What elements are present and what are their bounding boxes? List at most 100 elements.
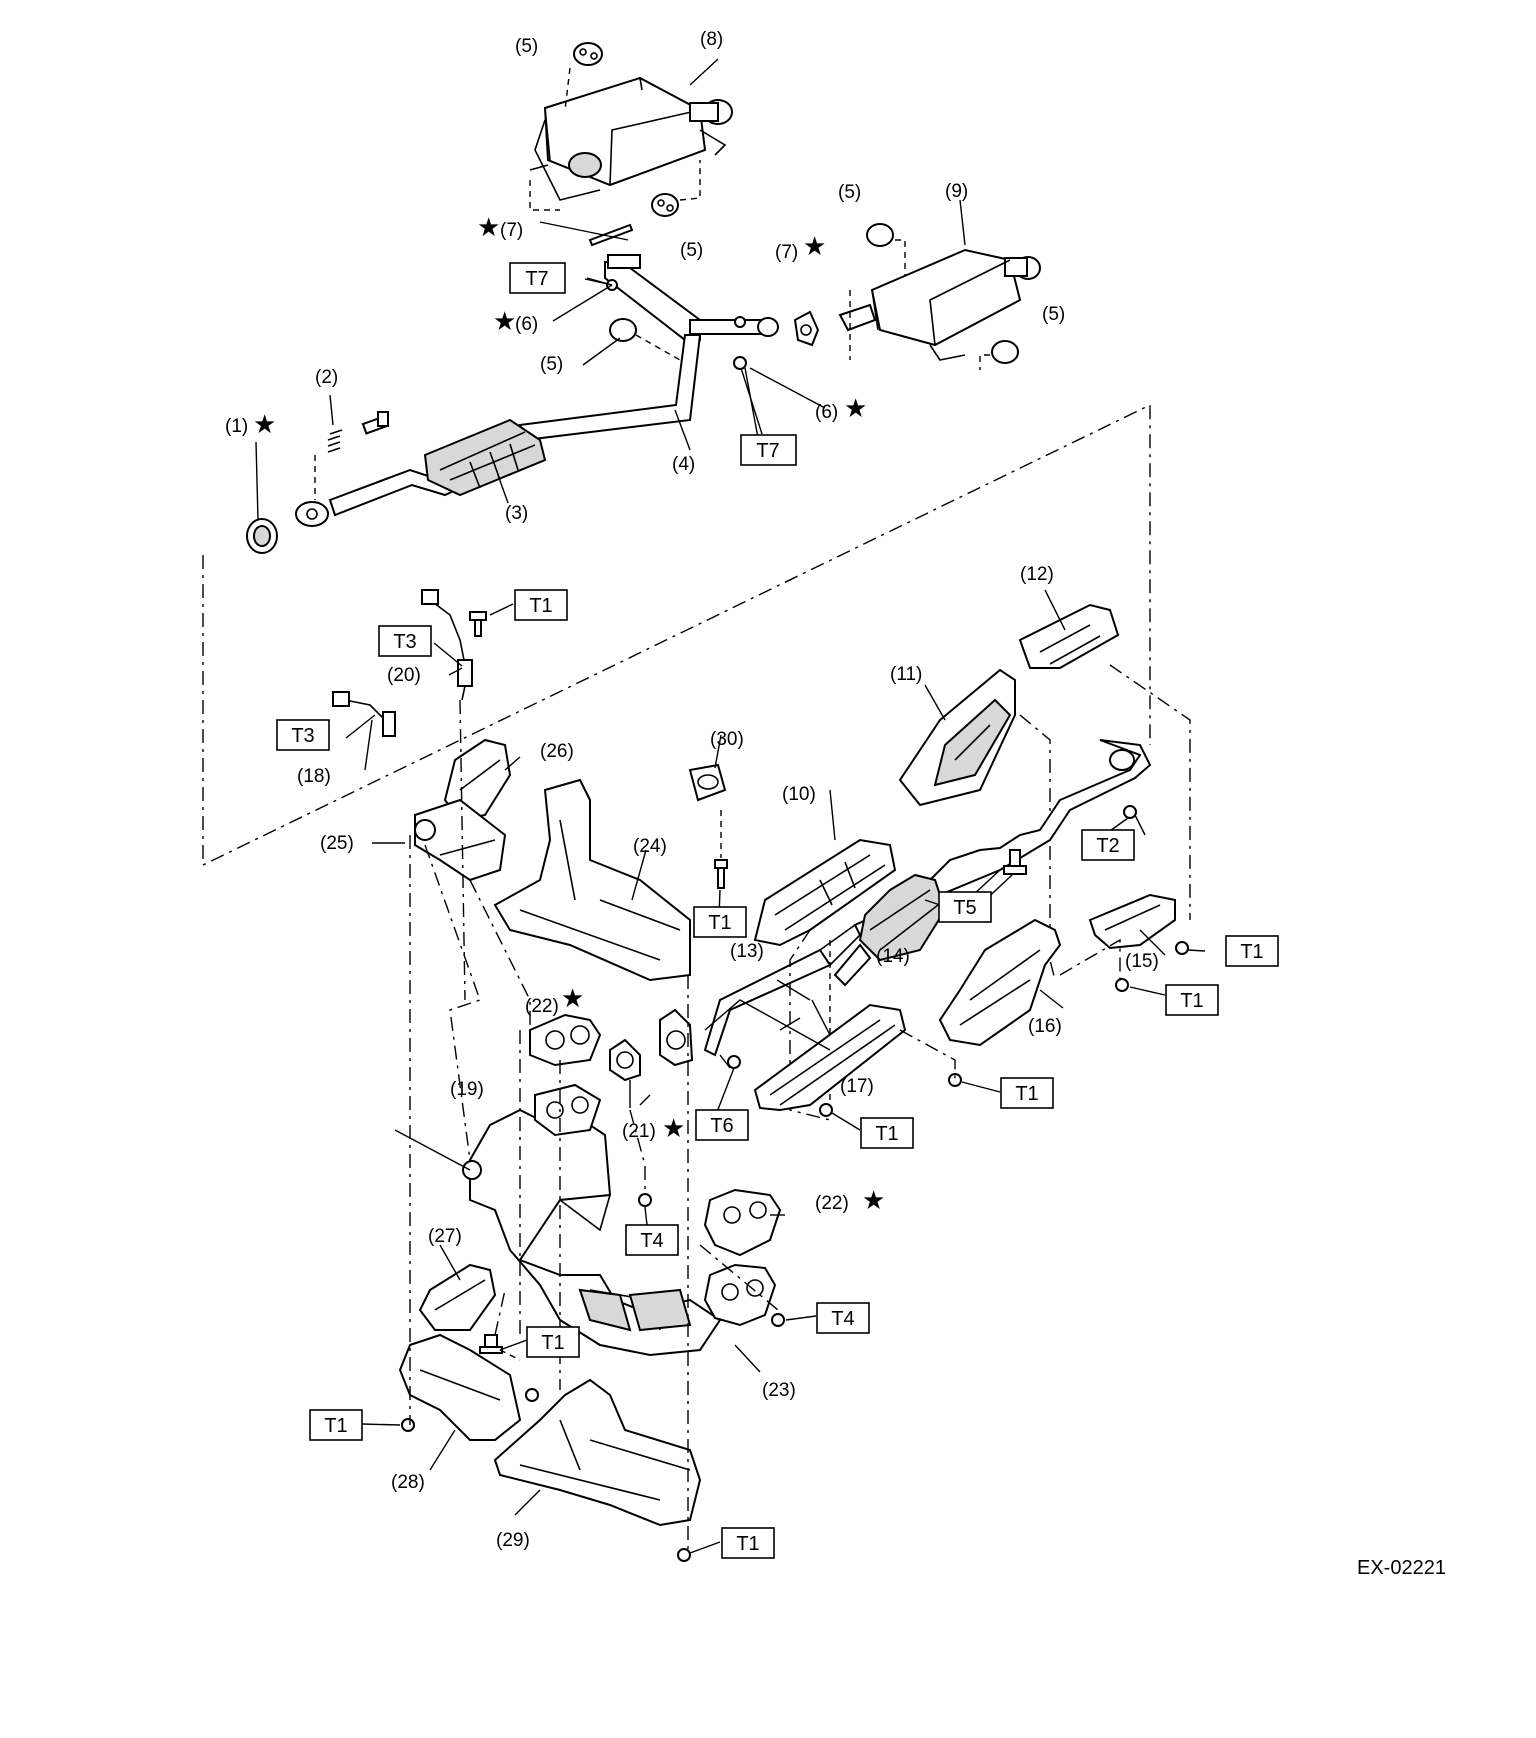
cover-17 (753, 1003, 907, 1112)
label-p15: (15) (1125, 951, 1159, 972)
label-p5b: (5) (680, 240, 703, 261)
star-1: ★ (253, 410, 276, 440)
gasket-21a (609, 1038, 641, 1082)
cover-27 (418, 1263, 497, 1331)
insulator-5d (991, 340, 1019, 364)
insulator-5c (866, 223, 894, 247)
label-p3: (3) (505, 503, 528, 524)
torque-t2: T2 (1096, 835, 1119, 857)
star-7a: ★ (477, 213, 500, 243)
catalytic-converter-11 (898, 668, 1016, 807)
star-7b: ★ (803, 232, 826, 262)
bolt-t5 (1003, 849, 1027, 875)
label-p6a: (6) (515, 314, 538, 335)
oxygen-sensor-20 (421, 589, 473, 701)
label-p29: (29) (496, 1530, 530, 1551)
front-exhaust-pipe (295, 418, 547, 527)
label-p19: (19) (450, 1079, 484, 1100)
insulator-5a (573, 42, 603, 66)
cover-10 (753, 838, 897, 947)
label-p10: (10) (782, 784, 816, 805)
label-p16: (16) (1028, 1016, 1062, 1037)
part-labels: (1) (2) (3) (4) (5) (5) (5) (5) (5) (6) … (225, 29, 1159, 1551)
label-p6b: (6) (815, 402, 838, 423)
label-p7a: (7) (500, 220, 523, 241)
torque-boxes: T7 T7 T1 T3 T3 T2 T5 T1 T1 T1 T1 T1 T6 T… (276, 262, 1279, 1559)
nut-28 (401, 1418, 415, 1432)
muffler-left (534, 76, 733, 201)
torque-t1-g: T1 (541, 1332, 564, 1354)
nut-6b (733, 356, 747, 370)
heat-shield-16 (938, 918, 1062, 1047)
gasket-1 (246, 518, 278, 554)
label-p23: (23) (762, 1380, 796, 1401)
torque-t4-b: T4 (831, 1308, 854, 1330)
torque-t3-a: T3 (393, 631, 416, 653)
cover-12 (1018, 603, 1120, 669)
nut-t6 (727, 1055, 741, 1069)
star-22a: ★ (561, 984, 584, 1014)
nut-16a (1115, 978, 1129, 992)
label-p25: (25) (320, 833, 354, 854)
torque-t1-c: T1 (1240, 941, 1263, 963)
replace-stars: ★ ★ ★ ★ ★ ★ ★ ★ (253, 213, 885, 1216)
label-p11: (11) (890, 664, 922, 685)
oxygen-sensor-18 (332, 691, 396, 737)
insulator-5b (651, 193, 679, 217)
torque-t7-a: T7 (525, 268, 548, 290)
torque-t1-b: T1 (708, 912, 731, 934)
heat-shield-29 (493, 1378, 702, 1527)
torque-t1-h: T1 (324, 1415, 347, 1437)
label-p1: (1) (225, 416, 248, 437)
bolt-t1-27 (479, 1334, 503, 1354)
label-p5e: (5) (1042, 304, 1065, 325)
label-p5d: (5) (838, 182, 861, 203)
label-p7b: (7) (775, 242, 798, 263)
torque-t4-a: T4 (640, 1230, 663, 1252)
torque-t1-e: T1 (1015, 1083, 1038, 1105)
exhaust-manifold-25 (414, 798, 507, 882)
nut-17 (819, 1103, 833, 1117)
bolt-t1-top (469, 611, 487, 637)
label-p20: (20) (387, 665, 421, 686)
label-p26: (26) (540, 741, 574, 762)
gasket-7-left (588, 223, 634, 247)
nut-6c (734, 316, 746, 328)
torque-t1-i: T1 (736, 1533, 759, 1555)
label-p8: (8) (700, 29, 723, 50)
catalytic-converter-14 (833, 873, 947, 987)
spring-bolt-2 (327, 411, 389, 453)
label-p5a: (5) (515, 36, 538, 57)
heat-shield-28 (398, 1333, 522, 1441)
bolt-t1-clamp (714, 859, 728, 889)
label-p2: (2) (315, 367, 338, 388)
label-p9: (9) (945, 181, 968, 202)
leader-lines (255, 58, 1166, 1516)
star-22b: ★ (862, 1186, 885, 1216)
torque-t7-b: T7 (756, 440, 779, 462)
torque-t3-b: T3 (291, 725, 314, 747)
label-p12: (12) (1020, 564, 1054, 585)
clamp-30 (688, 763, 727, 802)
exhaust-manifold-19 (462, 1083, 722, 1357)
insulator-5e (609, 318, 637, 342)
label-p22a: (22) (525, 996, 559, 1017)
nut-t4-b (771, 1313, 785, 1327)
label-p24: (24) (633, 836, 667, 857)
figure-code: EX-02221 (1357, 1557, 1446, 1579)
label-p17: (17) (840, 1076, 874, 1097)
nut-t2 (1123, 805, 1137, 819)
gasket-21b (659, 1008, 694, 1067)
torque-t1-a: T1 (529, 595, 552, 617)
heat-shield-24 (493, 778, 691, 982)
star-21: ★ (662, 1114, 685, 1144)
torque-t1-d: T1 (1180, 990, 1203, 1012)
center-exhaust-pipe (518, 254, 779, 442)
label-p14: (14) (876, 946, 910, 967)
label-p27: (27) (428, 1226, 462, 1247)
label-p13: (13) (730, 941, 764, 962)
nut-t4-a (638, 1193, 652, 1207)
label-p30: (30) (710, 729, 744, 750)
torque-t6: T6 (710, 1115, 733, 1137)
